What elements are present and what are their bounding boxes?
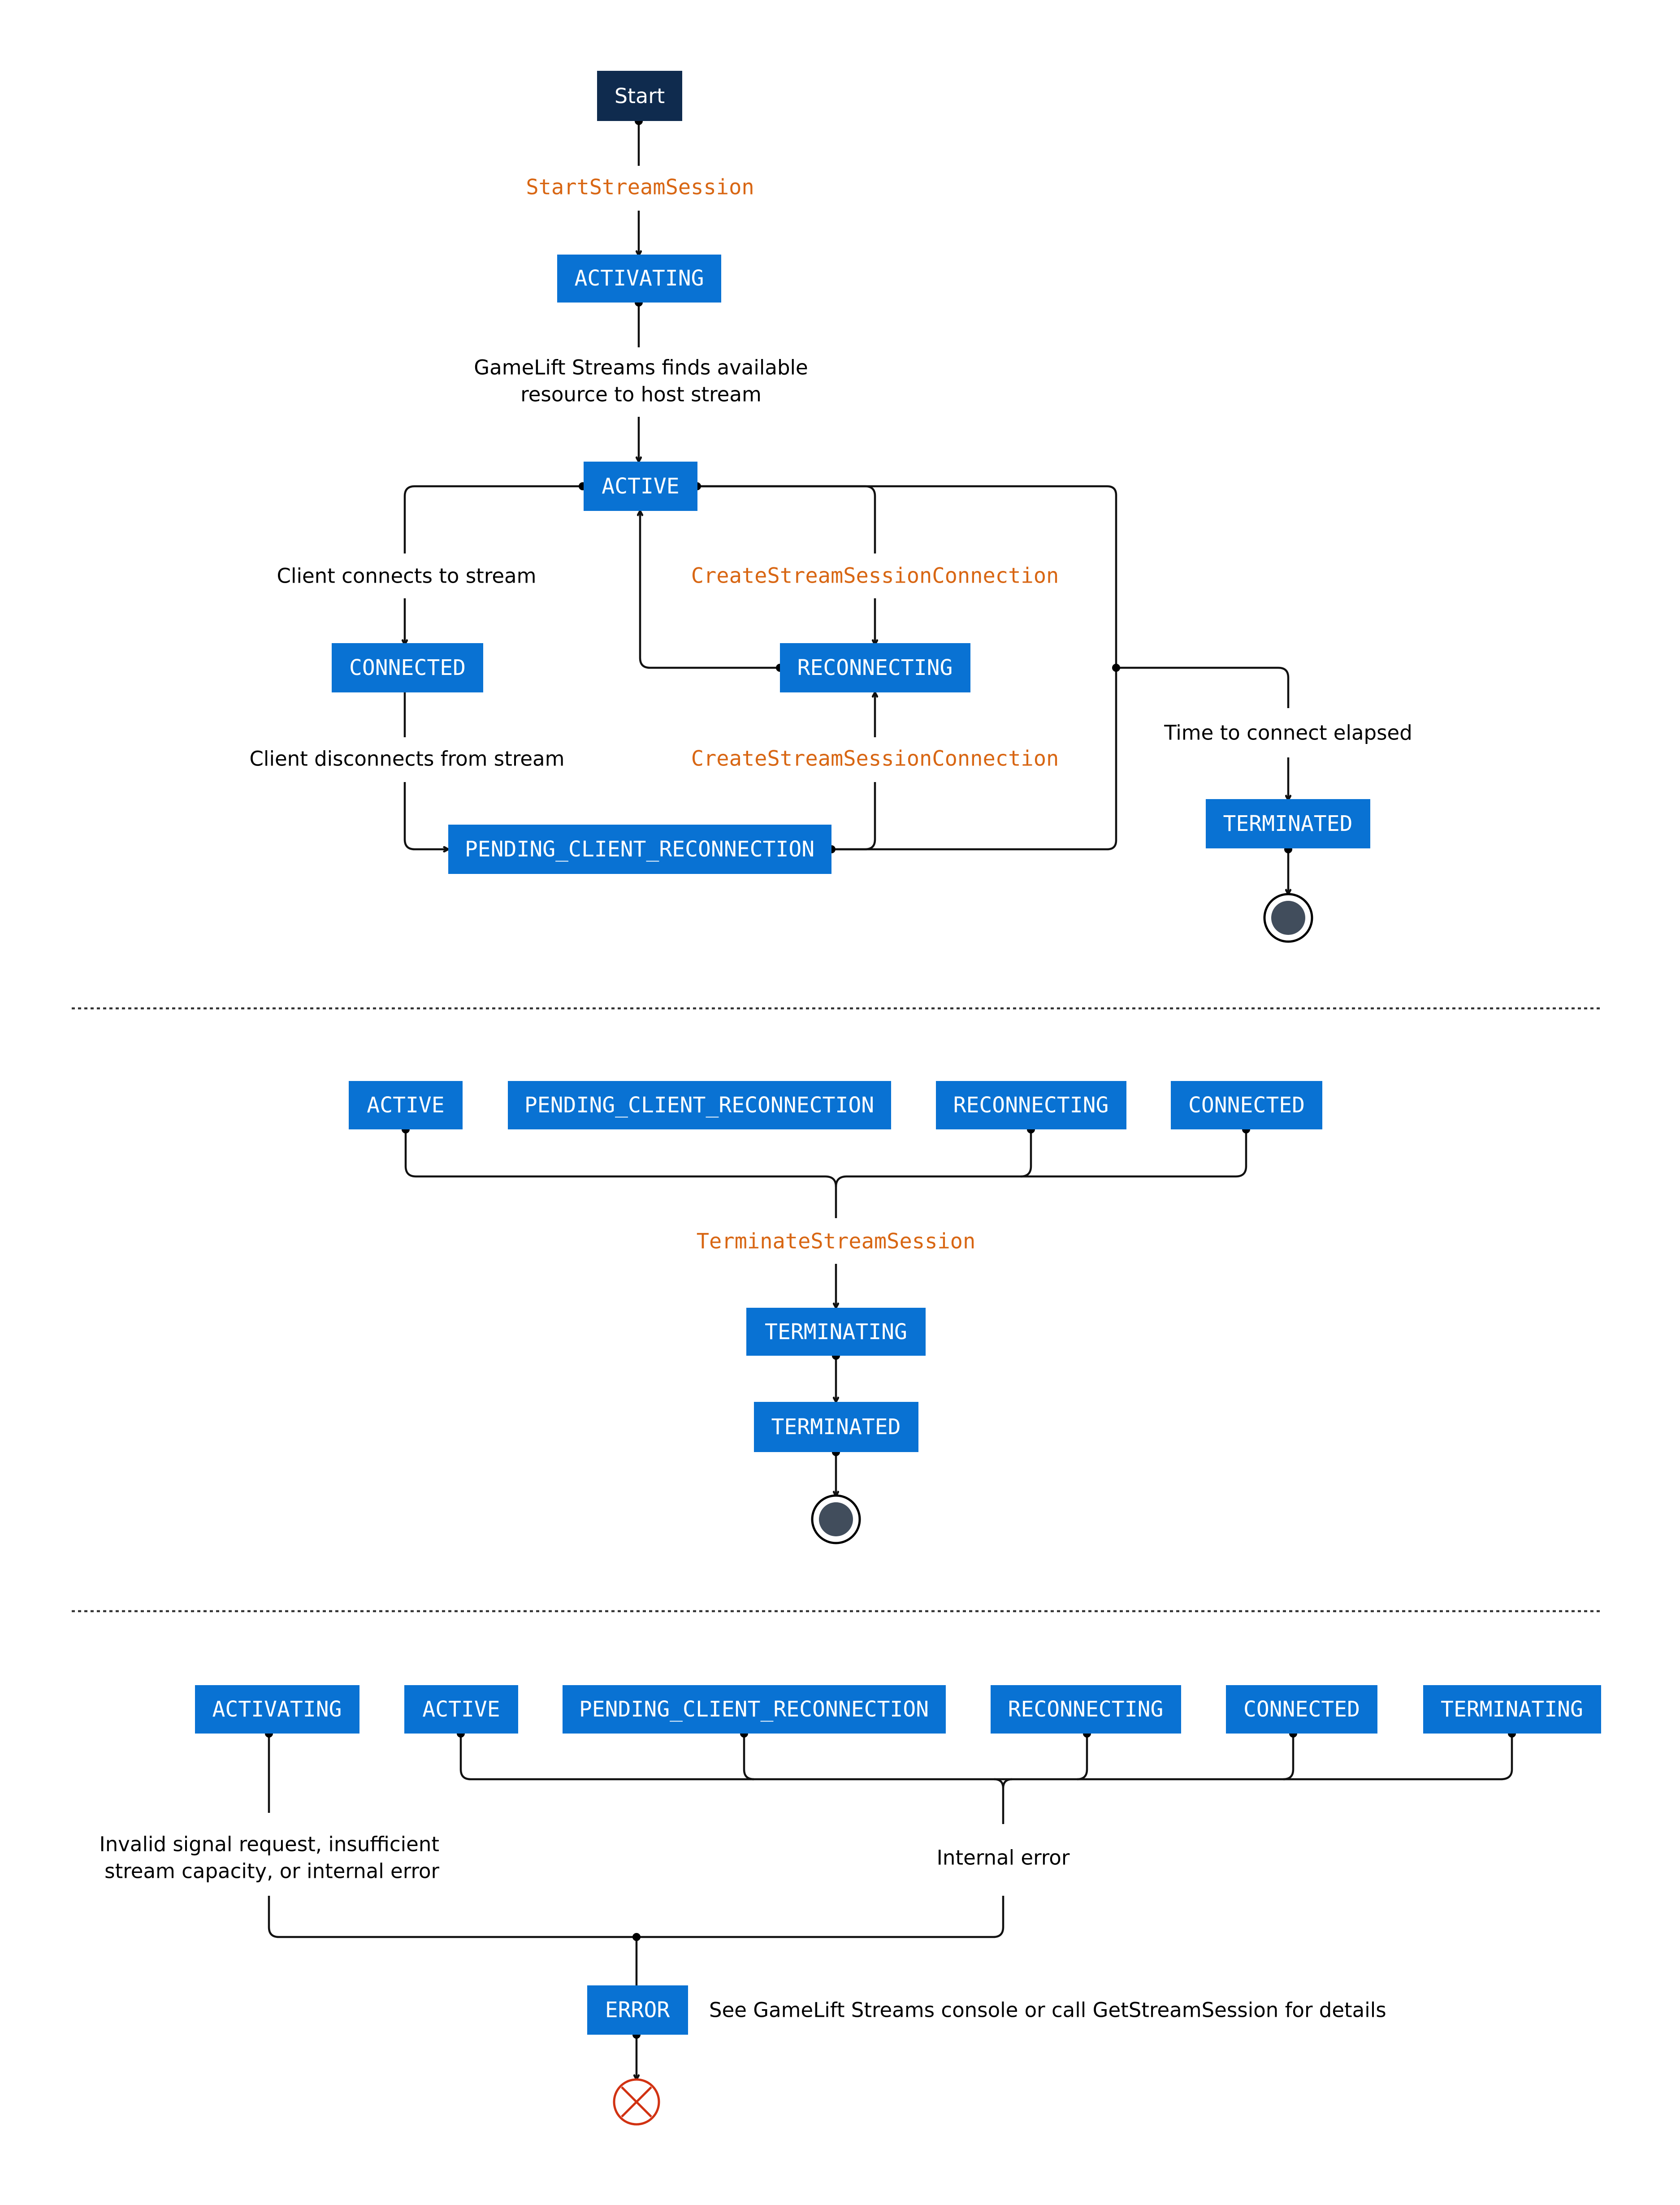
state-activating-label: ACTIVATING (575, 266, 704, 291)
start-node: Start (597, 71, 682, 121)
state-connected: CONNECTED (1171, 1081, 1322, 1129)
edge-client-disconnects-to-pending (403, 782, 448, 849)
label-client-connects: Client connects to stream (277, 564, 537, 588)
state-activating-label: ACTIVATING (212, 1697, 342, 1722)
section-error: ACTIVATING ACTIVE PENDING_CLIENT_RECONNE… (99, 1685, 1601, 2126)
state-reconnecting: RECONNECTING (780, 643, 970, 692)
label-finds-resource-line1: GameLift Streams finds available (474, 356, 808, 380)
state-pending-client-reconnection: PENDING_CLIENT_RECONNECTION (563, 1685, 946, 1734)
edge-reconnecting-down (835, 1129, 1032, 1187)
state-active-label: ACTIVE (367, 1093, 444, 1118)
state-terminating-label: TERMINATING (1441, 1697, 1583, 1722)
state-activating: ACTIVATING (557, 255, 721, 303)
api-start-stream-session: StartStreamSession (526, 175, 754, 200)
final-state-icon (1263, 893, 1313, 943)
edge-connected-down (1021, 1129, 1247, 1178)
final-state-icon (811, 1494, 861, 1544)
state-reconnecting-label: RECONNECTING (1008, 1697, 1164, 1722)
edge-trunk-to-time-elapsed (1116, 666, 1290, 708)
state-active-label: ACTIVE (602, 474, 679, 499)
state-terminated-label: TERMINATED (1223, 811, 1353, 836)
label-invalid-line1: Invalid signal request, insufficient (99, 1833, 439, 1856)
state-reconnecting: RECONNECTING (936, 1081, 1126, 1129)
state-terminating: TERMINATING (1423, 1685, 1601, 1734)
edge-bus-to-internal-error (459, 1734, 1513, 1781)
label-see-console: See GameLift Streams console or call Get… (709, 1998, 1386, 2022)
state-reconnecting: RECONNECTING (991, 1685, 1181, 1734)
label-time-elapsed: Time to connect elapsed (1164, 721, 1412, 745)
section-lifecycle: Start StartStreamSession ACTIVATING Game… (250, 71, 1412, 943)
state-pending-label: PENDING_CLIENT_RECONNECTION (524, 1093, 874, 1118)
label-invalid-line2: stream capacity, or internal error (104, 1859, 439, 1883)
state-active: ACTIVE (349, 1081, 463, 1129)
edge-pending-down (743, 1734, 754, 1781)
state-error-label: ERROR (605, 1997, 670, 2023)
state-connected: CONNECTED (1226, 1685, 1377, 1734)
state-terminated: TERMINATED (1206, 799, 1370, 848)
state-pending-client-reconnection: PENDING_CLIENT_RECONNECTION (508, 1081, 891, 1129)
api-create-connection-2: CreateStreamSessionConnection (691, 747, 1059, 771)
start-label: Start (615, 84, 665, 108)
state-reconnecting-label: RECONNECTING (797, 655, 953, 680)
state-terminated: TERMINATED (754, 1402, 918, 1452)
state-active: ACTIVE (584, 462, 697, 511)
edge-reconnecting-down (1077, 1734, 1088, 1781)
error-end-icon (613, 2078, 660, 2126)
state-pending-label: PENDING_CLIENT_RECONNECTION (465, 837, 814, 862)
connector-dot (1112, 664, 1120, 672)
state-reconnecting-label: RECONNECTING (953, 1093, 1109, 1118)
state-connected-label: CONNECTED (349, 655, 466, 680)
state-connected-label: CONNECTED (1243, 1697, 1360, 1722)
state-connected-label: CONNECTED (1188, 1093, 1305, 1118)
edge-pending-to-create-connection (831, 782, 876, 851)
label-finds-resource-line2: resource to host stream (520, 383, 762, 406)
edge-active-to-client-connects (403, 485, 583, 553)
state-terminated-label: TERMINATED (771, 1414, 901, 1440)
edge-active-down (404, 1129, 837, 1218)
label-internal-error: Internal error (937, 1846, 1070, 1870)
state-pending-client-reconnection: PENDING_CLIENT_RECONNECTION (448, 825, 831, 874)
state-active-label: ACTIVE (422, 1697, 500, 1722)
state-pending-label: PENDING_CLIENT_RECONNECTION (579, 1697, 929, 1722)
state-terminating: TERMINATING (746, 1308, 926, 1356)
state-error: ERROR (587, 1985, 688, 2035)
api-create-connection-1: CreateStreamSessionConnection (691, 564, 1059, 588)
edge-bus-to-label (994, 1778, 1013, 1824)
edge-invalid-label-to-bottom (268, 1896, 1005, 1938)
state-connected: CONNECTED (332, 643, 483, 692)
label-client-disconnects: Client disconnects from stream (250, 747, 565, 771)
state-active: ACTIVE (404, 1685, 518, 1734)
connector-dot (632, 1933, 641, 1941)
section-termination: ACTIVE PENDING_CLIENT_RECONNECTION RECON… (349, 1081, 1322, 1544)
state-terminating-label: TERMINATING (765, 1319, 907, 1345)
edge-active-to-create-connection (697, 485, 876, 553)
edge-reconnecting-to-active (640, 511, 780, 669)
api-terminate-stream-session: TerminateStreamSession (697, 1229, 976, 1254)
edge-connected-down (1283, 1734, 1295, 1781)
state-activating: ACTIVATING (195, 1685, 359, 1734)
